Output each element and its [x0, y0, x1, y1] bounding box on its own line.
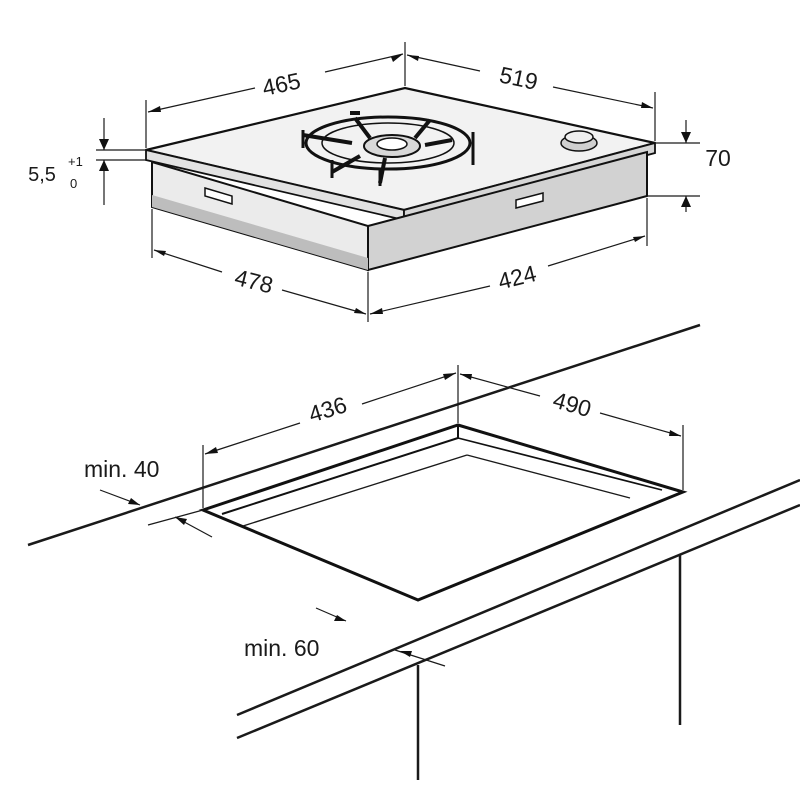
dim-hob-depth-label: 519	[497, 61, 540, 94]
worktop-front-edge-top	[236, 478, 800, 717]
dim-body-depth-label: 424	[495, 260, 539, 295]
hob-body-shadow	[152, 195, 368, 270]
cutout-dimension-lines	[99, 365, 684, 667]
dim-min-front-label: min. 60	[244, 635, 319, 661]
hob-body-right	[367, 150, 648, 272]
dim-min-side-label: min. 40	[84, 456, 159, 482]
dim-lip-subscript: 0	[70, 176, 77, 191]
dim-hob-width-label: 465	[260, 67, 303, 100]
dim-lip-superscript: +1	[68, 154, 83, 169]
hob-dimension-lines	[96, 42, 700, 322]
worktop-front-edge-bottom	[236, 503, 800, 740]
dim-cutout-depth-label: 490	[550, 387, 594, 423]
fixing-bracket-left	[204, 186, 233, 206]
dim-body-width-label: 478	[232, 264, 276, 299]
worktop-cutout	[198, 423, 688, 602]
burner-icon	[301, 111, 475, 186]
control-knob-icon	[560, 130, 598, 152]
hob-illustration	[145, 86, 656, 272]
fixing-bracket-right	[515, 192, 544, 209]
dim-cutout-width-label: 436	[306, 391, 350, 427]
worktop-back-edge	[27, 323, 701, 547]
worktop-illustration	[27, 323, 800, 780]
dim-lip-label: 5,5	[28, 164, 56, 186]
dim-hob-height-label: 70	[705, 145, 731, 171]
